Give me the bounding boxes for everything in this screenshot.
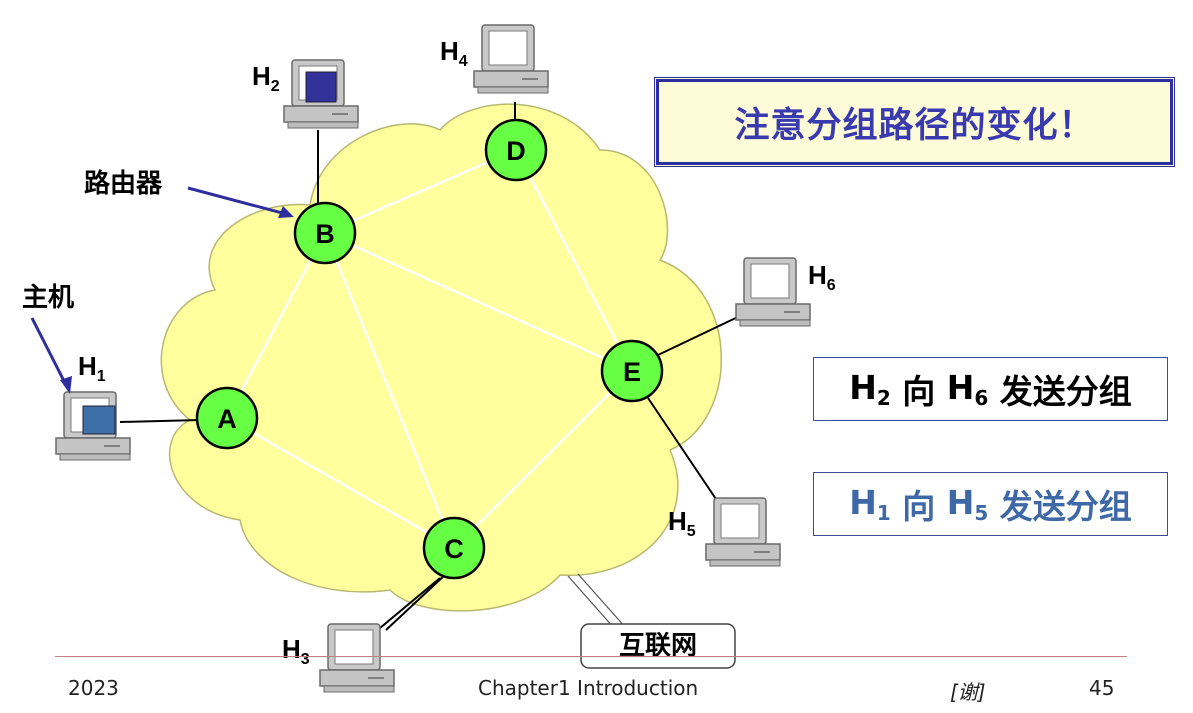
host-annotation: 主机 bbox=[22, 283, 74, 313]
host-h5-computer-icon bbox=[705, 497, 781, 567]
link-e-h5 bbox=[647, 397, 721, 506]
router-arrow-head bbox=[278, 206, 294, 218]
access-links bbox=[119, 102, 743, 631]
link-c-h3 bbox=[379, 577, 441, 629]
host-label-h4: H4 bbox=[440, 36, 468, 70]
router-node-d: D bbox=[484, 118, 548, 182]
footer-year: 2023 bbox=[68, 676, 119, 700]
note-title-box: 注意分组路径的变化！ bbox=[654, 77, 1175, 167]
route-2-tail: 发送分组 bbox=[988, 487, 1132, 526]
internal-links bbox=[225, 148, 634, 550]
host-label-h5: H5 bbox=[668, 506, 696, 540]
link-a-c bbox=[226, 416, 455, 550]
host-arrow-head bbox=[60, 376, 72, 394]
route-1-to: H6 bbox=[946, 368, 989, 410]
host-h2-computer-icon bbox=[283, 59, 359, 129]
router-node-e: E bbox=[600, 339, 664, 403]
route-box-h1-h5: H1 向 H5 发送分组 bbox=[813, 472, 1168, 536]
link-c-h3b bbox=[385, 573, 447, 631]
link-e-h6 bbox=[657, 314, 743, 356]
internet-callout-box bbox=[580, 623, 736, 669]
route-box-h2-h6: H2 向 H6 发送分组 bbox=[813, 357, 1168, 421]
host-arrow bbox=[30, 317, 68, 386]
link-b-c bbox=[323, 232, 456, 549]
footer-chapter: Chapter1 Introduction bbox=[478, 676, 699, 700]
router-arrow bbox=[187, 186, 287, 216]
router-annotation: 路由器 bbox=[84, 168, 163, 199]
route-1-mid: 向 bbox=[890, 372, 947, 411]
router-node-c: C bbox=[422, 516, 486, 580]
router-node-b: B bbox=[293, 201, 357, 265]
host-label-h6: H6 bbox=[808, 260, 836, 294]
route-2-to: H5 bbox=[946, 483, 989, 525]
link-b-a bbox=[225, 232, 327, 419]
link-h1-a bbox=[119, 419, 201, 423]
router-node-a: A bbox=[195, 386, 259, 450]
host-h6-computer-icon bbox=[735, 257, 811, 327]
footer-page-number: 45 bbox=[1089, 676, 1115, 700]
router-label-c: C bbox=[444, 534, 464, 564]
host-h3-computer-icon bbox=[319, 623, 395, 693]
host-h4-computer-icon bbox=[473, 24, 549, 94]
internet-callout-pointer bbox=[567, 573, 627, 629]
footer-author: [谢] bbox=[950, 680, 986, 704]
host-label-h2: H2 bbox=[252, 61, 280, 95]
link-c-e bbox=[453, 370, 633, 549]
link-b-e bbox=[324, 231, 633, 373]
route-1-tail: 发送分组 bbox=[988, 372, 1132, 411]
router-label-d: D bbox=[506, 136, 526, 166]
host-h1-computer-icon bbox=[55, 391, 131, 461]
router-label-e: E bbox=[623, 357, 641, 387]
router-label-a: A bbox=[217, 404, 237, 434]
host-label-h3: H3 bbox=[282, 634, 310, 668]
link-d-e bbox=[514, 149, 634, 372]
route-1-from: H2 bbox=[849, 368, 891, 410]
footer-divider bbox=[55, 656, 1127, 657]
route-2-from: H1 bbox=[849, 483, 891, 525]
note-title: 注意分组路径的变化！ bbox=[734, 105, 1095, 146]
router-label-b: B bbox=[315, 219, 335, 249]
link-b-d bbox=[324, 148, 517, 235]
host-label-h1: H1 bbox=[78, 351, 106, 385]
route-2-mid: 向 bbox=[890, 487, 947, 526]
